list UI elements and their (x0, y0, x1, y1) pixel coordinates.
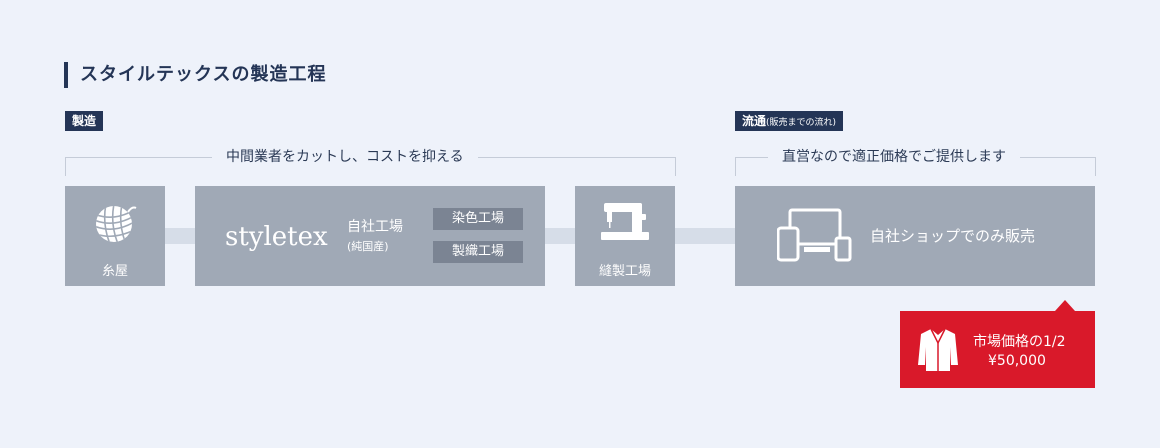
bracket-manufacturing-label: 中間業者をカットし、コストを抑える (212, 146, 478, 168)
tag-distribution-label: 流通 (742, 114, 767, 128)
dyeing-factory-badge: 染色工場 (433, 208, 523, 230)
step-yarn-shop: 糸屋 (65, 186, 165, 286)
own-factory-note: (純国産) (347, 240, 389, 253)
heading-accent-bar (64, 62, 68, 88)
bracket-distribution-label: 直営なので適正価格でご提供します (768, 146, 1020, 168)
yarn-ball-icon (92, 200, 138, 250)
tag-manufacturing-label: 製造 (72, 114, 97, 128)
tag-distribution-note: (販売までの流れ) (766, 118, 837, 128)
tag-manufacturing: 製造 (65, 111, 104, 131)
own-factory-label: 自社工場 (347, 219, 403, 235)
market-price-ratio: 市場価格の1/2 (973, 334, 1066, 350)
sewing-machine-icon (600, 200, 650, 248)
step-own-factory: styletex 自社工場 (純国産) 染色工場 製織工場 (195, 186, 545, 286)
step-own-shop: 自社ショップでのみ販売 (735, 186, 1095, 286)
tag-distribution: 流通(販売までの流れ) (735, 111, 844, 131)
step-own-shop-label: 自社ショップでのみ販売 (870, 227, 1036, 245)
step-sewing-factory: 縫製工場 (575, 186, 675, 286)
weaving-factory-badge: 製織工場 (433, 241, 523, 263)
devices-icon (776, 208, 853, 266)
price-value: ¥50,000 (988, 353, 1046, 369)
coat-icon (917, 325, 959, 377)
brand-logo-text: styletex (225, 222, 328, 252)
page-title: スタイルテックスの製造工程 (80, 64, 327, 85)
step-sewing-factory-label: 縫製工場 (598, 264, 651, 279)
price-callout-pointer (1055, 300, 1075, 311)
price-callout: 市場価格の1/2 ¥50,000 (900, 311, 1095, 388)
step-yarn-shop-label: 糸屋 (101, 264, 128, 279)
